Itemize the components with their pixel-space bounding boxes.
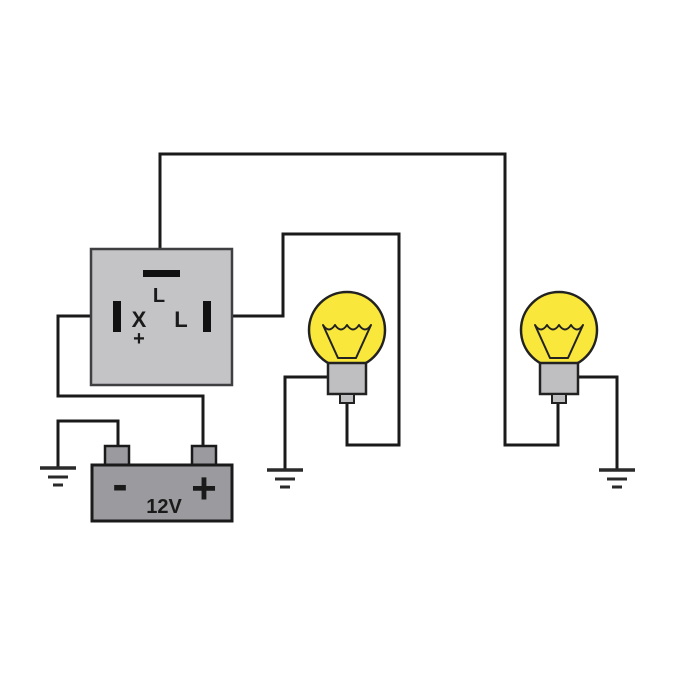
indicator-bulb-left bbox=[307, 290, 387, 404]
battery-positive-label: + bbox=[191, 464, 217, 513]
flasher-relay: L X + L bbox=[89, 247, 234, 387]
battery-voltage-label: 12V bbox=[146, 496, 182, 518]
battery-body bbox=[90, 463, 234, 523]
wires bbox=[56, 152, 619, 470]
battery-negative-label: - bbox=[112, 458, 127, 510]
bulb-base-contact bbox=[339, 393, 355, 404]
indicator-bulb-right bbox=[519, 290, 599, 404]
bulb-filament bbox=[322, 324, 372, 359]
relay-left-terminal-polarity: + bbox=[133, 328, 145, 350]
ground-symbol-battery bbox=[40, 466, 76, 487]
wire-battery-negative-to-ground bbox=[56, 419, 120, 468]
bulb-base bbox=[326, 361, 368, 396]
relay-terminal-right bbox=[203, 301, 211, 332]
battery: - + 12V bbox=[90, 444, 234, 523]
wire-relay-top-to-right-bulb bbox=[158, 152, 560, 447]
relay-terminal-left bbox=[113, 301, 121, 332]
relay-left-terminal-label: X bbox=[132, 307, 147, 332]
relay-top-terminal-label: L bbox=[153, 285, 165, 307]
wire-relay-l-to-left-bulb bbox=[211, 232, 401, 447]
bulb-base bbox=[538, 361, 580, 396]
relay-right-terminal-label: L bbox=[174, 307, 187, 332]
ground-symbol-right-bulb bbox=[599, 468, 635, 489]
bulb-base-contact bbox=[551, 393, 567, 404]
wire-right-bulb-to-ground bbox=[577, 375, 619, 470]
wire-relay-x-to-battery-positive bbox=[56, 314, 205, 448]
wire-left-bulb-to-ground bbox=[283, 375, 329, 470]
ground-symbol-left-bulb bbox=[267, 468, 303, 489]
bulb-filament bbox=[534, 324, 584, 359]
relay-terminal-top bbox=[143, 270, 180, 277]
